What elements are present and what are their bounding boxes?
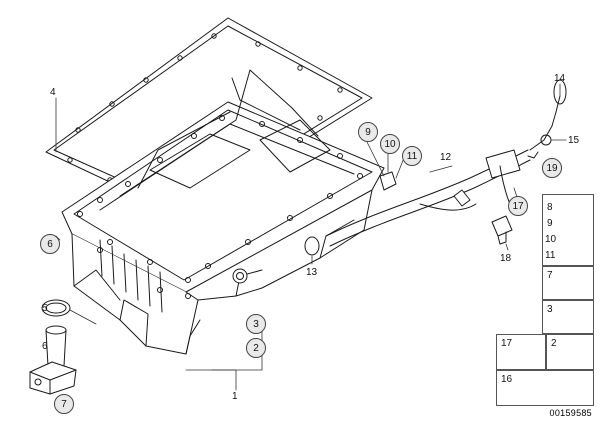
callout-circle-19: 19 xyxy=(542,158,562,178)
callout-circle-9: 9 xyxy=(358,122,378,142)
callout-circle-10: 10 xyxy=(380,134,400,154)
callout-circle-6: 6 xyxy=(40,234,60,254)
callout-18: 18 xyxy=(500,253,512,264)
parts-table-label-10: 10 xyxy=(545,234,557,245)
callout-5: 5 xyxy=(42,303,48,314)
callout-14: 14 xyxy=(554,73,566,84)
oil-dipstick xyxy=(527,79,567,159)
oil-pan xyxy=(61,69,397,355)
parts-table-row-nut: 7 xyxy=(542,266,594,300)
callout-circle-7: 7 xyxy=(54,394,74,414)
parts-table-row-washer: 3 xyxy=(542,300,594,334)
oil-level-sensor xyxy=(29,325,77,395)
parts-table-label-16: 16 xyxy=(501,374,513,385)
parts-table-label-3: 3 xyxy=(547,304,553,315)
callout-1: 1 xyxy=(232,391,238,402)
parts-table-row-clip: 16 xyxy=(496,370,594,406)
callout-4: 4 xyxy=(50,87,56,98)
callout-circle-2: 2 xyxy=(246,338,266,358)
dipstick-guide-tube xyxy=(325,149,531,247)
parts-table-label-7: 7 xyxy=(547,270,553,281)
connector-18 xyxy=(491,215,513,245)
callout-circle-11: 11 xyxy=(402,146,422,166)
callout-6: 6 xyxy=(42,341,48,352)
o-ring-13 xyxy=(304,236,320,256)
parts-table-label-8: 8 xyxy=(547,202,553,213)
parts-table-row-bolt: 8 9 10 11 xyxy=(542,194,594,266)
callout-15: 15 xyxy=(568,135,580,146)
sensor-seal-ring xyxy=(41,299,71,317)
parts-table-row-bolt-2: 2 xyxy=(546,334,594,370)
callout-circle-3: 3 xyxy=(246,314,266,334)
parts-table-label-11: 11 xyxy=(545,250,556,261)
parts-table-label-17: 17 xyxy=(501,338,513,349)
parts-table-row-bolt-17: 17 xyxy=(496,334,546,370)
callout-circle-17: 17 xyxy=(508,196,528,216)
document-number: 00159585 xyxy=(549,408,592,418)
parts-table-label-9: 9 xyxy=(547,218,553,229)
parts-table-label-2: 2 xyxy=(551,338,557,349)
callout-12: 12 xyxy=(440,152,452,163)
callout-13: 13 xyxy=(306,267,318,278)
